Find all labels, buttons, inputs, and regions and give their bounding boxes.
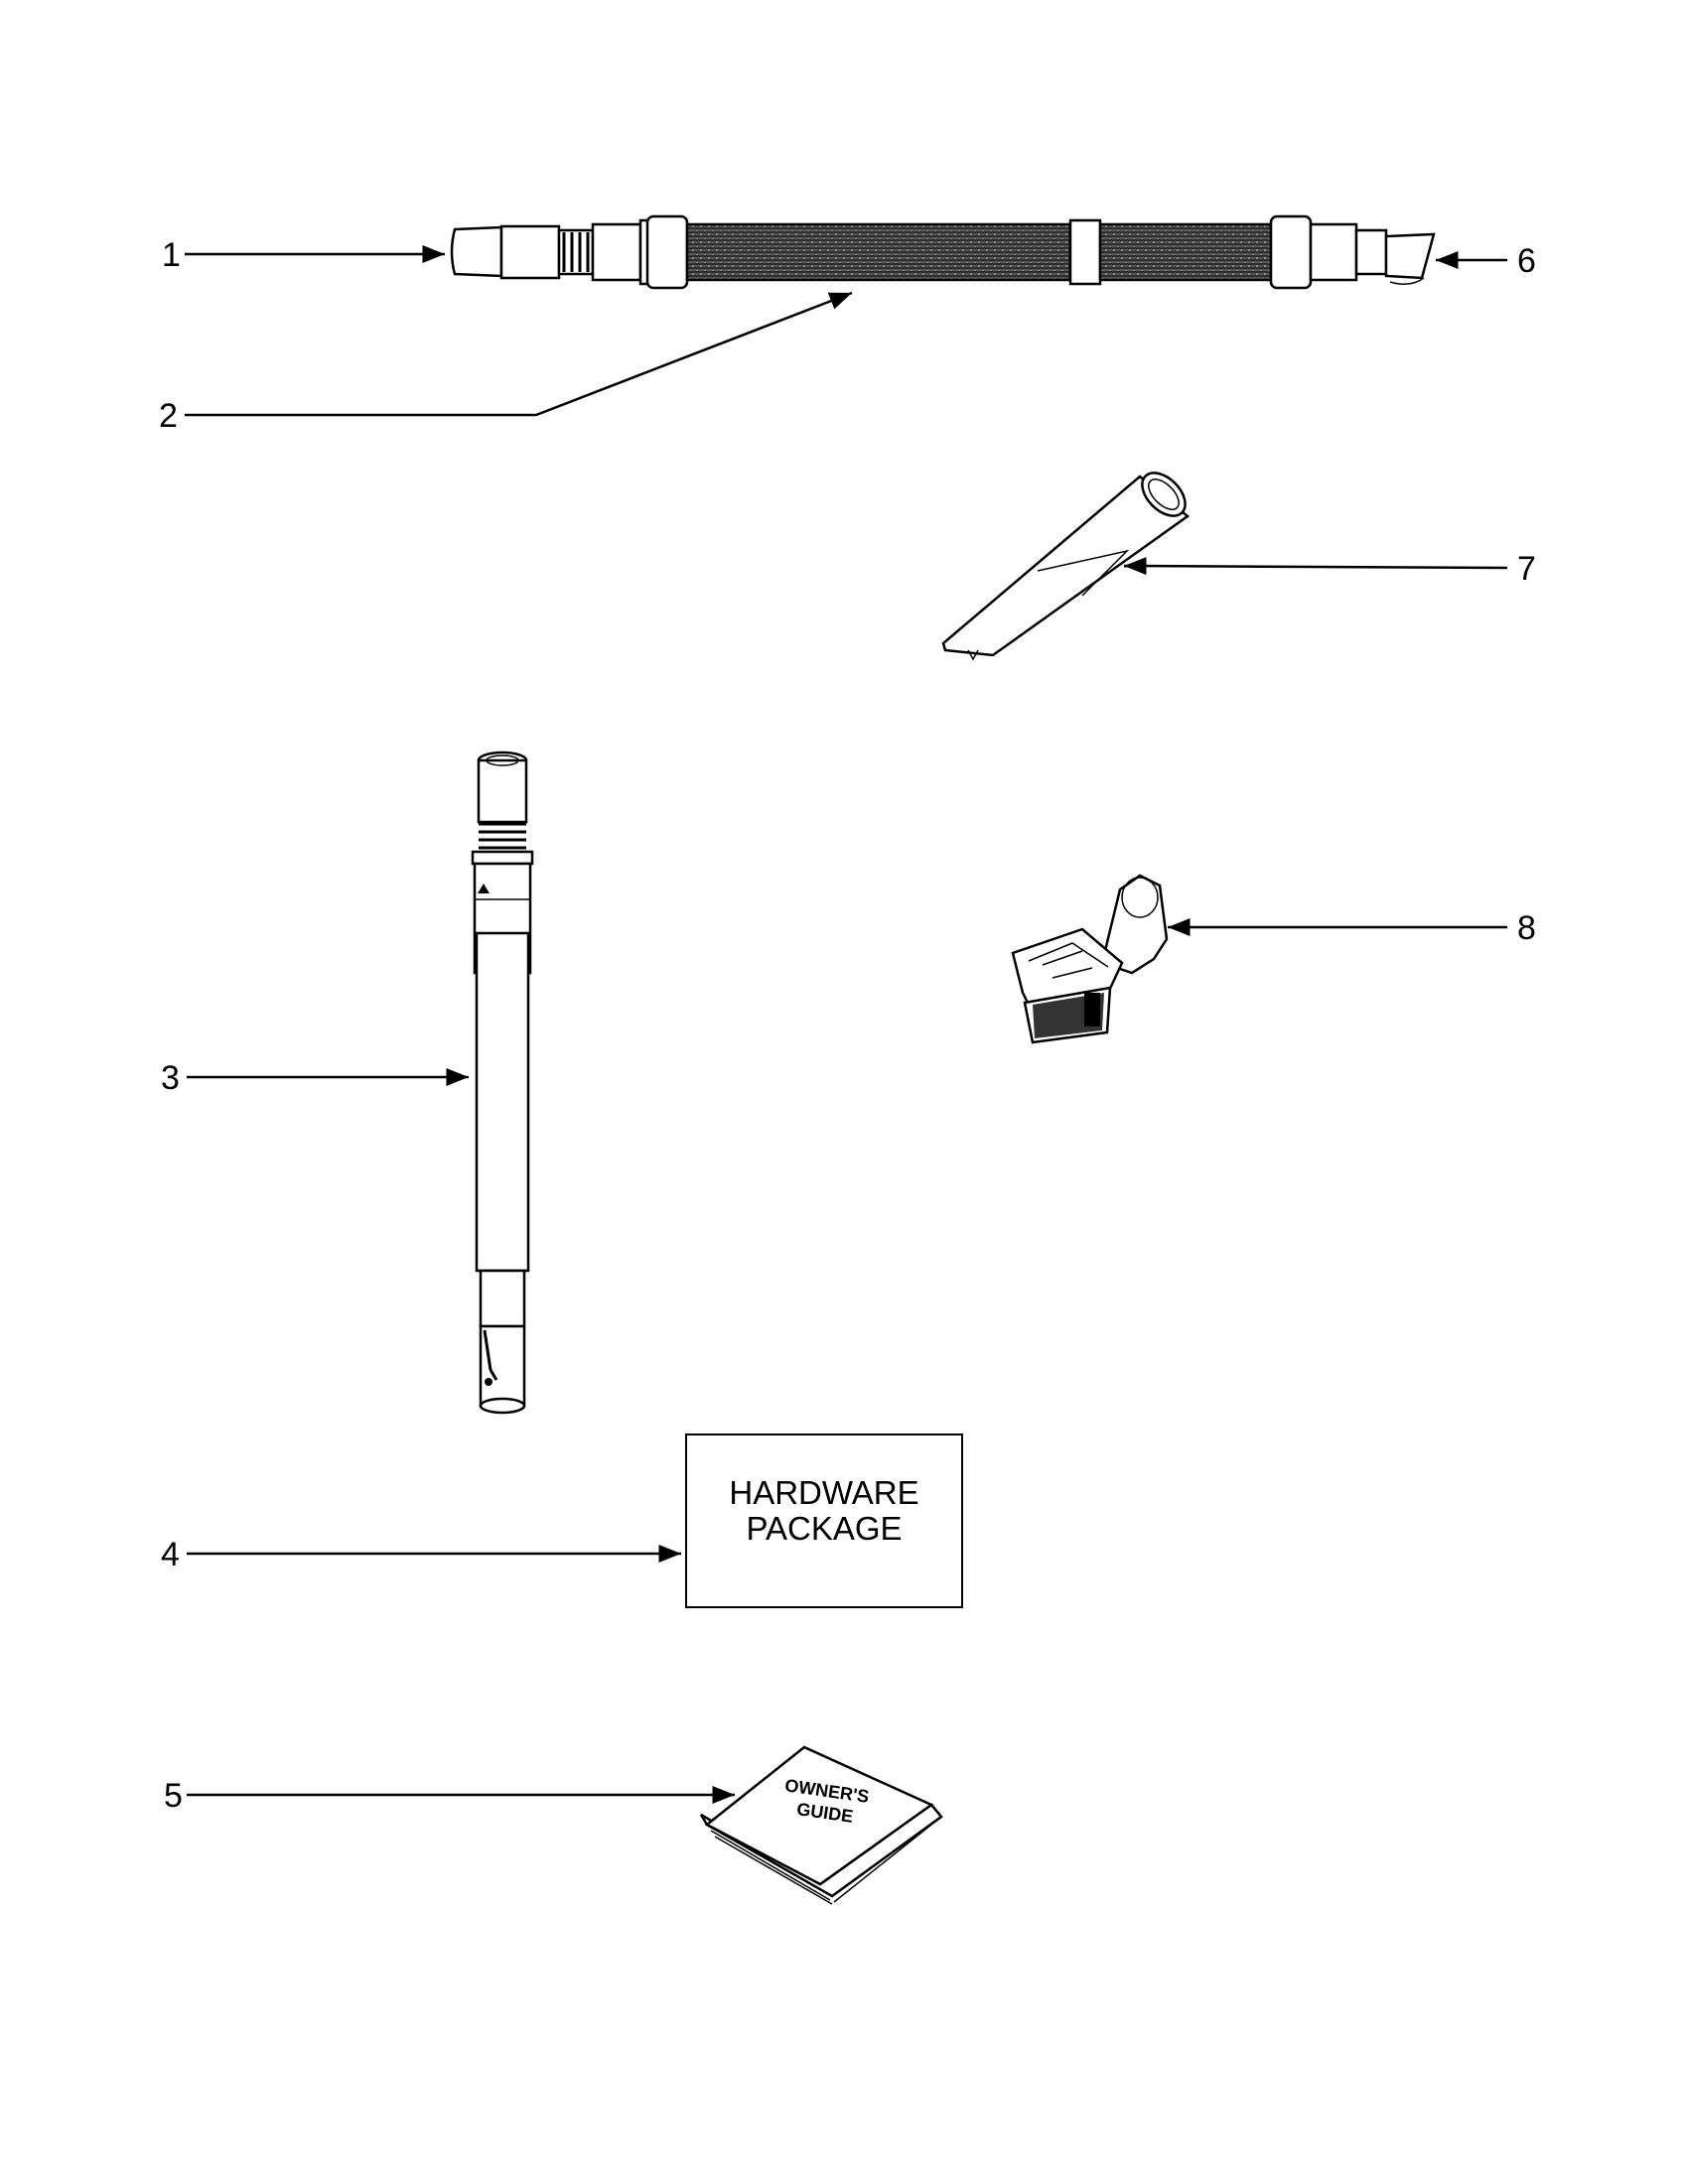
hardware-package-line1: HARDWARE [729,1474,918,1511]
callout-number-7: 7 [1517,550,1536,588]
upholstery-tool [1011,874,1169,1044]
flexible-hose [685,218,1273,286]
hose-handle-end [1269,214,1436,290]
extension-wand [471,751,534,1415]
callout-number-8: 8 [1517,909,1536,947]
callout-number-1: 1 [162,236,181,274]
hose-end-cuff [450,222,642,282]
callout-number-2: 2 [159,397,178,435]
callout-number-5: 5 [164,1777,183,1815]
leader-2 [185,291,853,417]
callout-number-6: 6 [1517,242,1536,280]
leader-7 [1123,557,1508,576]
hardware-package: HARDWARE PACKAGE [685,1433,963,1608]
leader-lines [185,245,1508,1804]
callout-number-3: 3 [161,1059,180,1097]
callout-number-4: 4 [161,1536,180,1573]
callout-numbers: 1 2 3 4 5 6 7 8 [159,236,1536,1815]
hose-assembly [450,214,1436,290]
hardware-package-line2: PACKAGE [746,1510,902,1547]
owners-guide: OWNER'S GUIDE [699,1745,943,1905]
crevice-tool [941,472,1191,661]
